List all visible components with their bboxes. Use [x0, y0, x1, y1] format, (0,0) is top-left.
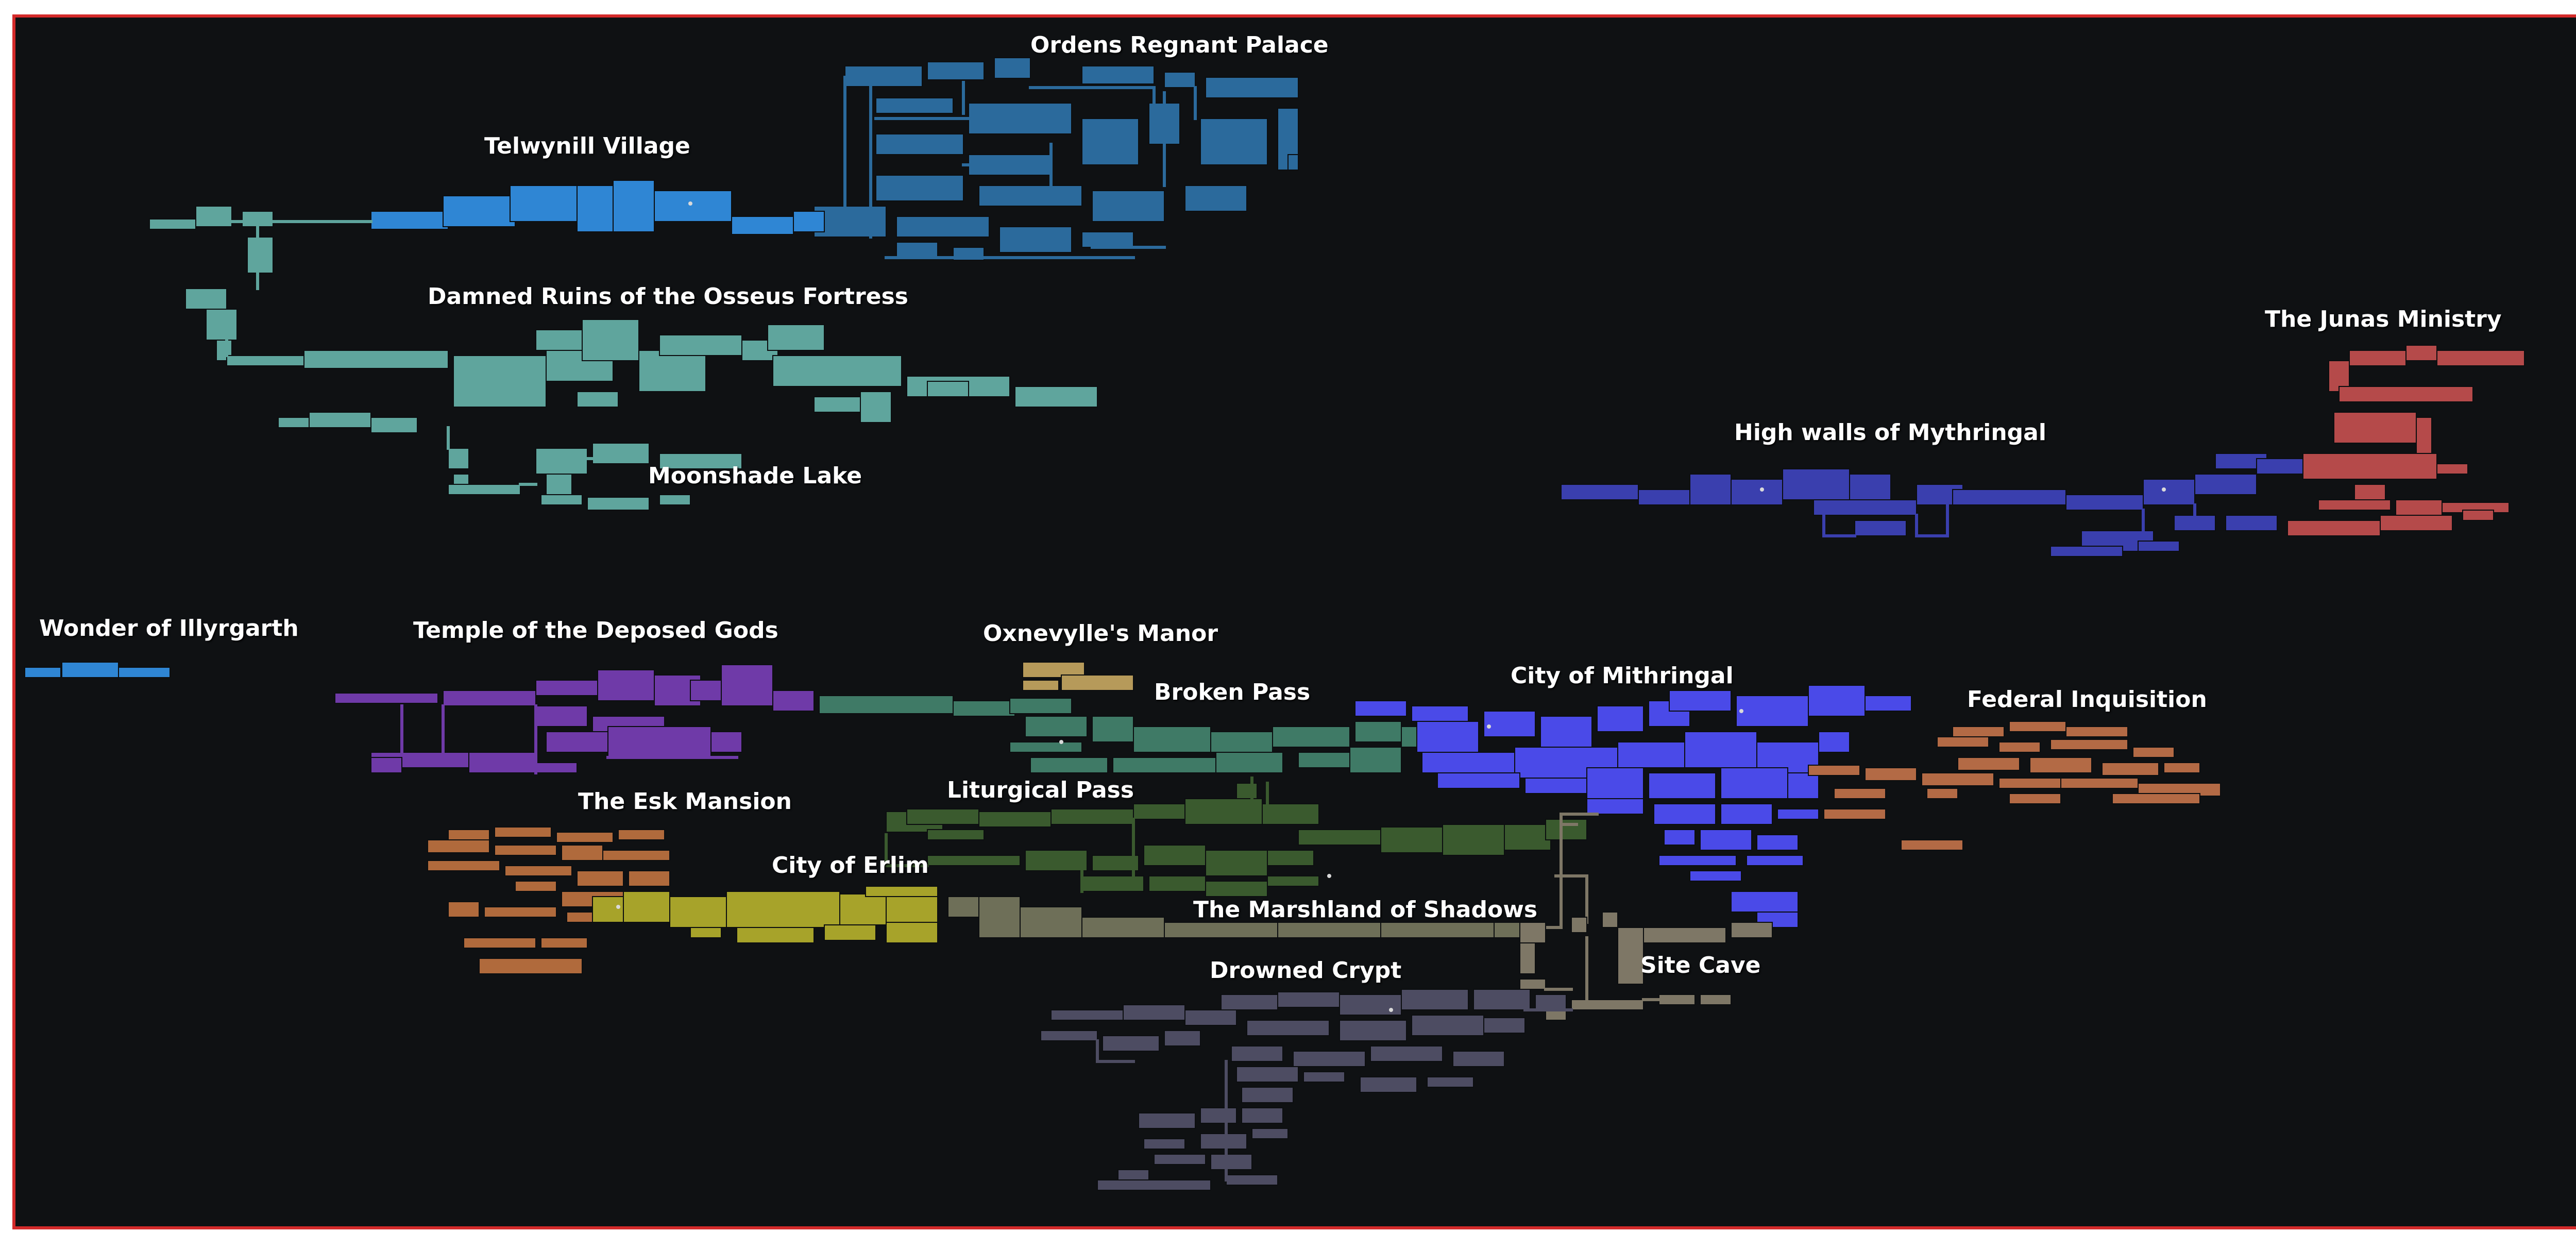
label-broken: Broken Pass	[1154, 679, 1311, 705]
region-deposed[interactable]	[334, 664, 815, 773]
region-ordens[interactable]	[814, 57, 1299, 261]
label-junas: The Junas Ministry	[2265, 306, 2502, 332]
region-osseus[interactable]	[149, 206, 1098, 505]
label-osseus: Damned Ruins of the Osseus Fortress	[428, 283, 908, 310]
region-federal[interactable]	[1808, 721, 2221, 851]
label-mithringal: City of Mithringal	[1511, 663, 1734, 689]
label-telwynill: Telwynill Village	[484, 133, 690, 159]
region-site[interactable]	[1519, 912, 1773, 1021]
label-federal: Federal Inquisition	[1967, 686, 2207, 713]
region-oxnevylle[interactable]	[1022, 662, 1134, 691]
label-oxnevylle: Oxnevylle's Manor	[983, 620, 1218, 647]
region-drowned[interactable]	[1040, 989, 1567, 1191]
region-mythringal[interactable]	[1561, 453, 2303, 557]
map-markers	[616, 201, 2166, 1012]
region-marshland[interactable]	[947, 896, 1536, 938]
label-site: Site Cave	[1640, 952, 1761, 978]
region-broken[interactable]	[819, 695, 1433, 773]
region-junas[interactable]	[2287, 345, 2525, 536]
region-moonshade[interactable]	[587, 494, 691, 511]
region-esk[interactable]	[427, 826, 670, 974]
label-illyrgarth: Wonder of Illyrgarth	[39, 615, 299, 642]
label-drowned: Drowned Crypt	[1210, 957, 1402, 984]
region-erlim[interactable]	[592, 886, 938, 943]
label-liturgical: Liturgical Pass	[947, 777, 1134, 803]
region-mithringal[interactable]	[1354, 685, 1912, 928]
label-ordens: Ordens Regnant Palace	[1030, 32, 1329, 58]
label-deposed: Temple of the Deposed Gods	[413, 617, 778, 644]
region-telwynill[interactable]	[370, 180, 825, 235]
label-marshland: The Marshland of Shadows	[1193, 897, 1538, 923]
label-esk: The Esk Mansion	[578, 788, 792, 815]
label-mythringal: High walls of Mythringal	[1734, 419, 2046, 446]
label-moonshade: Moonshade Lake	[648, 463, 862, 489]
region-illyrgarth[interactable]	[24, 662, 171, 678]
label-erlim: City of Erlim	[772, 852, 929, 879]
region-liturgical[interactable]	[886, 783, 1587, 897]
